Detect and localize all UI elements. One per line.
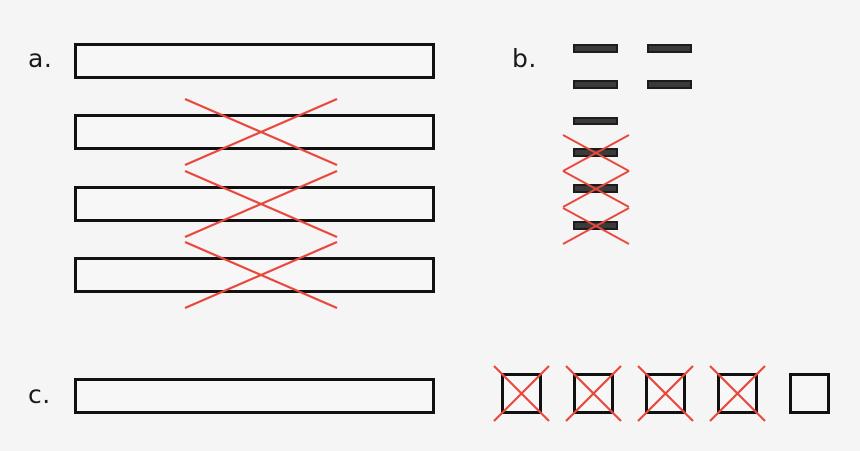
square-c-1: [501, 373, 542, 414]
square-c-2: [573, 373, 614, 414]
square-c-4: [717, 373, 758, 414]
dash-b-left-4: [573, 148, 618, 157]
panel-label-a: a.: [28, 44, 53, 73]
bar-a-2: [74, 114, 435, 150]
dash-b-right-2: [647, 80, 692, 89]
dash-b-left-6: [573, 221, 618, 230]
dash-b-left-1: [573, 44, 618, 53]
dash-b-right-1: [647, 44, 692, 53]
panel-label-b: b.: [512, 44, 537, 73]
panel-label-c: c.: [28, 380, 51, 409]
square-c-3: [645, 373, 686, 414]
bar-c-1: [74, 378, 435, 414]
dash-b-left-3: [573, 117, 618, 125]
dash-b-left-5: [573, 184, 618, 193]
bar-a-3: [74, 186, 435, 222]
square-c-5: [789, 373, 830, 414]
dash-b-left-2: [573, 80, 618, 89]
bar-a-1: [74, 43, 435, 79]
bar-a-4: [74, 257, 435, 293]
